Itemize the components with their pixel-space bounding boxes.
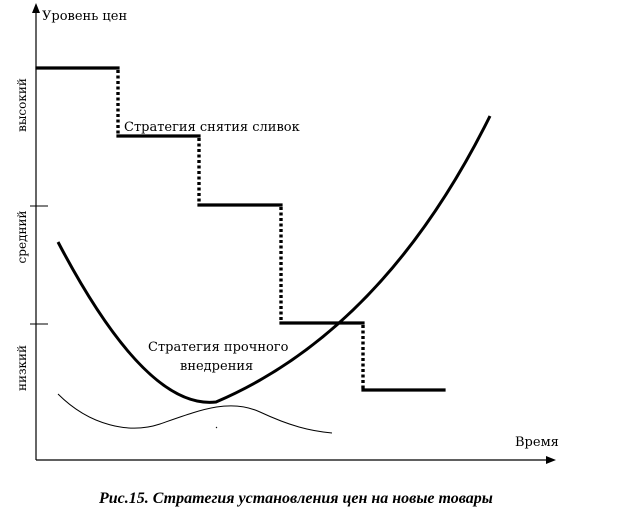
x-axis-label: Время	[515, 435, 559, 450]
penetration-label-line2: внедрения	[180, 359, 253, 374]
y-level-medium: средний	[15, 211, 29, 264]
auxiliary-curve	[57, 393, 333, 434]
skimming-drops	[116, 70, 365, 389]
y-axis-label: Уровень цен	[42, 9, 127, 24]
y-level-high: высокий	[15, 78, 29, 132]
figure-caption: Рис.15. Стратегия установления цен на но…	[98, 490, 493, 507]
intersection-mark	[215, 426, 218, 429]
penetration-label-line1: Стратегия прочного	[148, 340, 289, 355]
y-axis-arrow	[32, 3, 40, 13]
skimming-label: Стратегия снятия сливок	[124, 120, 300, 135]
y-level-low: низкий	[15, 345, 29, 391]
skimming-steps	[35, 66, 446, 392]
penetration-curve	[56, 115, 492, 404]
x-axis-arrow	[546, 456, 556, 464]
